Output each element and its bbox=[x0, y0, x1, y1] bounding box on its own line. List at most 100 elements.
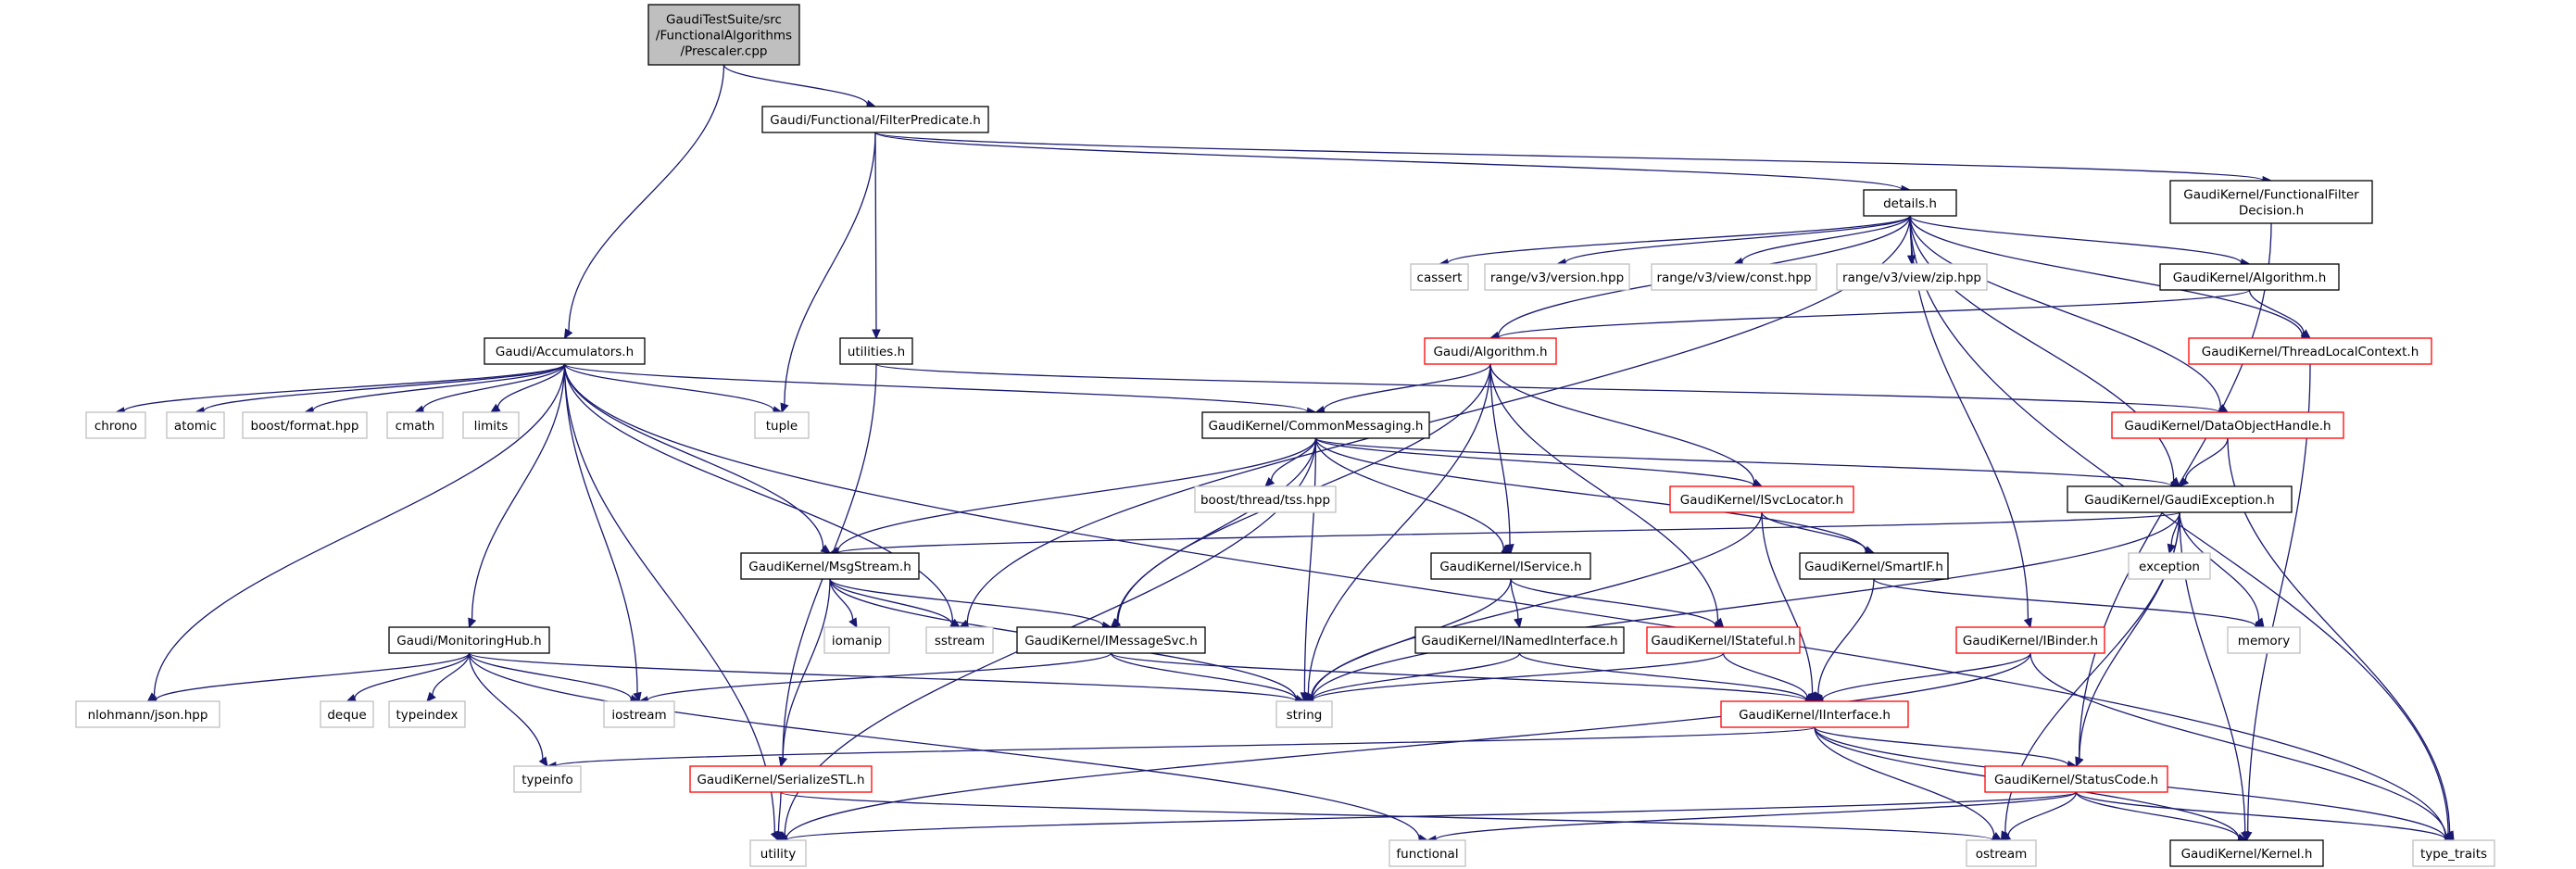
node-istateful[interactable]: GaudiKernel/IStateful.h bbox=[1646, 626, 1801, 654]
node-box bbox=[1669, 485, 1854, 513]
node-gkalgo[interactable]: GaudiKernel/Algorithm.h bbox=[2159, 263, 2340, 291]
node-layer: GaudiTestSuite/src/FunctionalAlgorithms/… bbox=[75, 4, 2495, 867]
edge-doh-to-gexc bbox=[2179, 437, 2229, 487]
node-box bbox=[320, 700, 374, 728]
node-statuscode[interactable]: GaudiKernel/StatusCode.h bbox=[1984, 765, 2168, 793]
edge-filterpred-to-utilities bbox=[872, 132, 881, 340]
edge-istateful-to-string bbox=[1302, 652, 1725, 705]
edge-gexc-to-string bbox=[1302, 511, 2180, 704]
node-box bbox=[740, 552, 920, 580]
edge-monhub-to-iostream bbox=[468, 652, 641, 703]
node-box bbox=[386, 411, 444, 439]
edge-root-to-filterpred bbox=[723, 64, 877, 109]
node-isvcloc[interactable]: GaudiKernel/ISvcLocator.h bbox=[1669, 485, 1854, 513]
node-label: typeinfo bbox=[521, 773, 572, 787]
node-box bbox=[2169, 180, 2373, 224]
node-box bbox=[1863, 189, 1957, 217]
node-root[interactable]: GaudiTestSuite/src/FunctionalAlgorithms/… bbox=[647, 4, 800, 66]
node-monhub[interactable]: Gaudi/MonitoringHub.h bbox=[388, 626, 550, 654]
node-label: GaudiKernel/DataObjectHandle.h bbox=[2124, 419, 2331, 434]
node-box bbox=[749, 839, 807, 867]
node-iservice[interactable]: GaudiKernel/IService.h bbox=[1430, 552, 1591, 580]
node-box bbox=[484, 337, 646, 365]
node-label: GaudiKernel/IBinder.h bbox=[1963, 634, 2098, 649]
node-box bbox=[1799, 552, 1949, 580]
edge-monhub-to-typeindex bbox=[426, 652, 471, 702]
node-typeindex: typeindex bbox=[388, 700, 466, 728]
node-imsgsvc[interactable]: GaudiKernel/IMessageSvc.h bbox=[1016, 626, 1206, 654]
node-label: GaudiKernel/ISvcLocator.h bbox=[1680, 493, 1843, 508]
node-box bbox=[1646, 626, 1801, 654]
edge-filterpred-to-ffd bbox=[874, 132, 2273, 185]
node-gexc[interactable]: GaudiKernel/GaudiException.h bbox=[2067, 485, 2293, 513]
node-box bbox=[1424, 337, 1557, 365]
node-box bbox=[1410, 263, 1469, 291]
node-label: memory bbox=[2238, 634, 2290, 649]
node-typetraits: type_traits bbox=[2412, 839, 2495, 867]
edge-imsgsvc-to-iostream bbox=[637, 652, 1112, 705]
node-smartif[interactable]: GaudiKernel/SmartIF.h bbox=[1799, 552, 1949, 580]
edge-monhub-to-string bbox=[468, 652, 1306, 706]
node-string: string bbox=[1275, 700, 1333, 728]
node-msgstream[interactable]: GaudiKernel/MsgStream.h bbox=[740, 552, 920, 580]
node-label: string bbox=[1287, 708, 1323, 723]
node-label: details.h bbox=[1883, 196, 1937, 211]
node-label: GaudiKernel/ThreadLocalContext.h bbox=[2202, 345, 2419, 359]
node-cmsg[interactable]: GaudiKernel/CommonMessaging.h bbox=[1201, 411, 1430, 439]
edge-monhub-to-deque bbox=[346, 652, 471, 702]
node-box bbox=[2159, 263, 2340, 291]
edge-serstl-to-utility bbox=[773, 791, 784, 842]
node-tlc[interactable]: GaudiKernel/ThreadLocalContext.h bbox=[2188, 337, 2432, 365]
node-bformat: boost/format.hpp bbox=[242, 411, 368, 439]
edge-cmsg-to-isvcloc bbox=[1314, 437, 1764, 490]
node-label: GaudiKernel/IInterface.h bbox=[1739, 708, 1891, 723]
node-label: GaudiTestSuite/src bbox=[666, 13, 782, 28]
node-label: typeindex bbox=[396, 708, 458, 723]
node-box bbox=[75, 700, 220, 728]
node-sstream: sstream bbox=[925, 626, 994, 654]
node-rvzip: range/v3/view/zip.hpp bbox=[1836, 263, 1988, 291]
node-label: GaudiKernel/Algorithm.h bbox=[2173, 271, 2327, 285]
edge-gkalgo-to-tlc bbox=[2248, 289, 2311, 339]
node-box bbox=[1966, 839, 2037, 867]
node-doh[interactable]: GaudiKernel/DataObjectHandle.h bbox=[2111, 411, 2344, 439]
node-box bbox=[2128, 552, 2211, 580]
node-label: boost/thread/tss.hpp bbox=[1200, 493, 1330, 508]
node-utilities[interactable]: utilities.h bbox=[839, 337, 913, 365]
node-accum[interactable]: Gaudi/Accumulators.h bbox=[484, 337, 646, 365]
node-label: /Prescaler.cpp bbox=[681, 44, 768, 59]
node-iinterface[interactable]: GaudiKernel/IInterface.h bbox=[1720, 700, 1909, 728]
node-box bbox=[823, 626, 890, 654]
node-box bbox=[2412, 839, 2495, 867]
node-box bbox=[839, 337, 913, 365]
node-label: utilities.h bbox=[848, 345, 905, 359]
node-galgo[interactable]: Gaudi/Algorithm.h bbox=[1424, 337, 1557, 365]
edge-accum-to-atomic bbox=[194, 363, 566, 416]
node-label: GaudiKernel/CommonMessaging.h bbox=[1209, 419, 1424, 434]
node-label: utility bbox=[760, 847, 796, 862]
node-label: GaudiKernel/IService.h bbox=[1439, 560, 1581, 574]
edge-filterpred-to-details bbox=[874, 132, 1912, 195]
node-box bbox=[1651, 263, 1817, 291]
node-rvversion: range/v3/version.hpp bbox=[1484, 263, 1630, 291]
node-label: GaudiKernel/SmartIF.h bbox=[1804, 560, 1943, 574]
node-inamed[interactable]: GaudiKernel/INamedInterface.h bbox=[1414, 626, 1625, 654]
node-cassert: cassert bbox=[1410, 263, 1469, 291]
node-label: Gaudi/Accumulators.h bbox=[496, 345, 634, 359]
node-memory: memory bbox=[2227, 626, 2301, 654]
node-serstl[interactable]: GaudiKernel/SerializeSTL.h bbox=[689, 765, 873, 793]
node-box bbox=[761, 106, 989, 133]
node-kernel[interactable]: GaudiKernel/Kernel.h bbox=[2169, 839, 2324, 867]
node-label: atomic bbox=[174, 419, 217, 434]
node-box bbox=[603, 700, 675, 728]
edge-statuscode-to-functional bbox=[1426, 791, 2078, 845]
node-label: cmath bbox=[396, 419, 435, 434]
node-filterpred[interactable]: Gaudi/Functional/FilterPredicate.h bbox=[761, 106, 989, 133]
node-ibinder[interactable]: GaudiKernel/IBinder.h bbox=[1955, 626, 2105, 654]
node-label: GaudiKernel/MsgStream.h bbox=[748, 560, 911, 574]
node-box bbox=[2111, 411, 2344, 439]
node-details[interactable]: details.h bbox=[1863, 189, 1957, 217]
node-box bbox=[2227, 626, 2301, 654]
